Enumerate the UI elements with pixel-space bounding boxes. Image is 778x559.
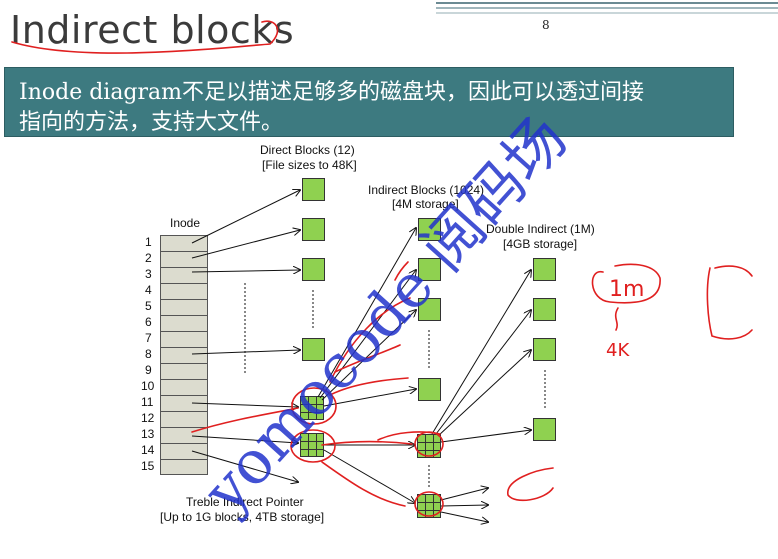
inode-row [161, 236, 207, 252]
arrow [191, 402, 298, 407]
handwritten-note-1m: 1m [609, 277, 644, 302]
banner-line-1: Inode diagram不足以描述足够多的磁盘块，因此可以透过间接 [19, 80, 645, 105]
inode-row [161, 252, 207, 268]
direct-blocks-size-label: [File sizes to 48K] [262, 158, 357, 172]
inode-row-number: 4 [145, 283, 152, 297]
annotation-stroke [329, 377, 409, 396]
arrow [191, 190, 300, 244]
inode-row-number: 15 [141, 459, 155, 473]
inode-row [161, 412, 207, 428]
arrow [431, 270, 531, 435]
indirect-blocks-size-label: [4M storage] [392, 197, 459, 211]
inode-row [161, 268, 207, 284]
arrow [321, 310, 416, 401]
double-indirect-size-label: [4GB storage] [503, 237, 578, 251]
inode-row-number: 7 [145, 331, 152, 345]
arrow [191, 435, 298, 443]
inode-row [161, 428, 207, 444]
double-indirect-data-block [533, 258, 556, 281]
direct-data-block [302, 218, 325, 241]
arrow [440, 505, 488, 506]
inode-row-number: 8 [145, 347, 152, 361]
inode-row [161, 364, 207, 380]
slide-title: Indirect blocks [10, 8, 295, 52]
double-indirect-data-block [533, 418, 556, 441]
banner-line-2: 指向的方法，支持大文件。 [19, 110, 284, 135]
inode-row-number: 12 [141, 411, 155, 425]
annotation-stroke [614, 307, 619, 331]
arrow [191, 270, 300, 272]
inode-row-number: 13 [141, 427, 155, 441]
inode-row-number: 6 [145, 315, 152, 329]
inode-row [161, 444, 207, 460]
double-indirect-data-block [533, 338, 556, 361]
annotation-stroke [394, 261, 409, 281]
inode-row [161, 316, 207, 332]
inode-row-number: 5 [145, 299, 152, 313]
arrow [435, 310, 531, 435]
inode-row-number: 11 [141, 395, 154, 409]
annotation-stroke [329, 297, 411, 383]
annotation-circle [414, 491, 444, 517]
handwritten-note-4k: 4K [606, 340, 630, 361]
title-underline-annotation [11, 20, 279, 54]
annotation-bracket [706, 265, 753, 340]
arrow [440, 488, 488, 501]
direct-data-block [302, 178, 325, 201]
inode-row-number: 14 [141, 443, 155, 457]
arrow [440, 430, 531, 443]
indirect-data-block [418, 258, 441, 281]
arrow [323, 389, 416, 407]
annotation-stroke [321, 461, 406, 507]
inode-row [161, 380, 207, 396]
arrow [191, 450, 298, 482]
double-indirect-label: Double Indirect (1M) [486, 222, 595, 236]
direct-data-block [302, 338, 325, 361]
annotation-loop [591, 263, 661, 304]
inode-row-number: 10 [141, 379, 155, 393]
description-banner: Inode diagram不足以描述足够多的磁盘块，因此可以透过间接 指向的方法… [4, 67, 734, 137]
treble-indirect-label: Treble Indirect Pointer [186, 495, 304, 509]
indirect-data-block [418, 378, 441, 401]
inode-row [161, 332, 207, 348]
annotation-circle [290, 429, 336, 463]
page-number: 8 [542, 18, 550, 32]
direct-data-block [302, 258, 325, 281]
inode-row [161, 284, 207, 300]
indirect-data-block [418, 218, 441, 241]
inode-row-number: 1 [145, 235, 152, 249]
annotation-stroke [321, 440, 413, 446]
second-level-pointer-block [417, 434, 441, 458]
indirect-data-block [418, 298, 441, 321]
single-indirect-pointer-block [300, 396, 324, 420]
second-level-pointer-block [417, 494, 441, 518]
annotation-stroke [334, 344, 401, 373]
inode-row [161, 396, 207, 412]
annotation-stroke [191, 407, 299, 433]
inode-table [160, 235, 208, 475]
inode-row [161, 348, 207, 364]
inode-row-number: 3 [145, 267, 152, 281]
inode-row [161, 300, 207, 316]
header-decoration [436, 2, 778, 16]
double-indirect-data-block [533, 298, 556, 321]
arrow [437, 350, 531, 437]
inode-row-number: 2 [145, 251, 152, 265]
arrow [191, 230, 300, 259]
arrow [319, 270, 416, 399]
arrow [323, 449, 415, 503]
arrow [440, 511, 488, 522]
annotation-circle [414, 431, 444, 457]
treble-indirect-size-label: [Up to 1G blocks, 4TB storage] [160, 510, 325, 524]
indirect-blocks-label: Indirect Blocks (1024) [368, 183, 485, 197]
annotation-loop [507, 467, 554, 502]
arrow [191, 350, 300, 355]
direct-blocks-label: Direct Blocks (12) [260, 143, 355, 157]
annotation-stroke [377, 431, 441, 441]
arrow [317, 228, 416, 398]
inode-label: Inode [170, 216, 201, 230]
inode-row-number: 9 [145, 363, 152, 377]
annotation-circle [291, 387, 337, 425]
